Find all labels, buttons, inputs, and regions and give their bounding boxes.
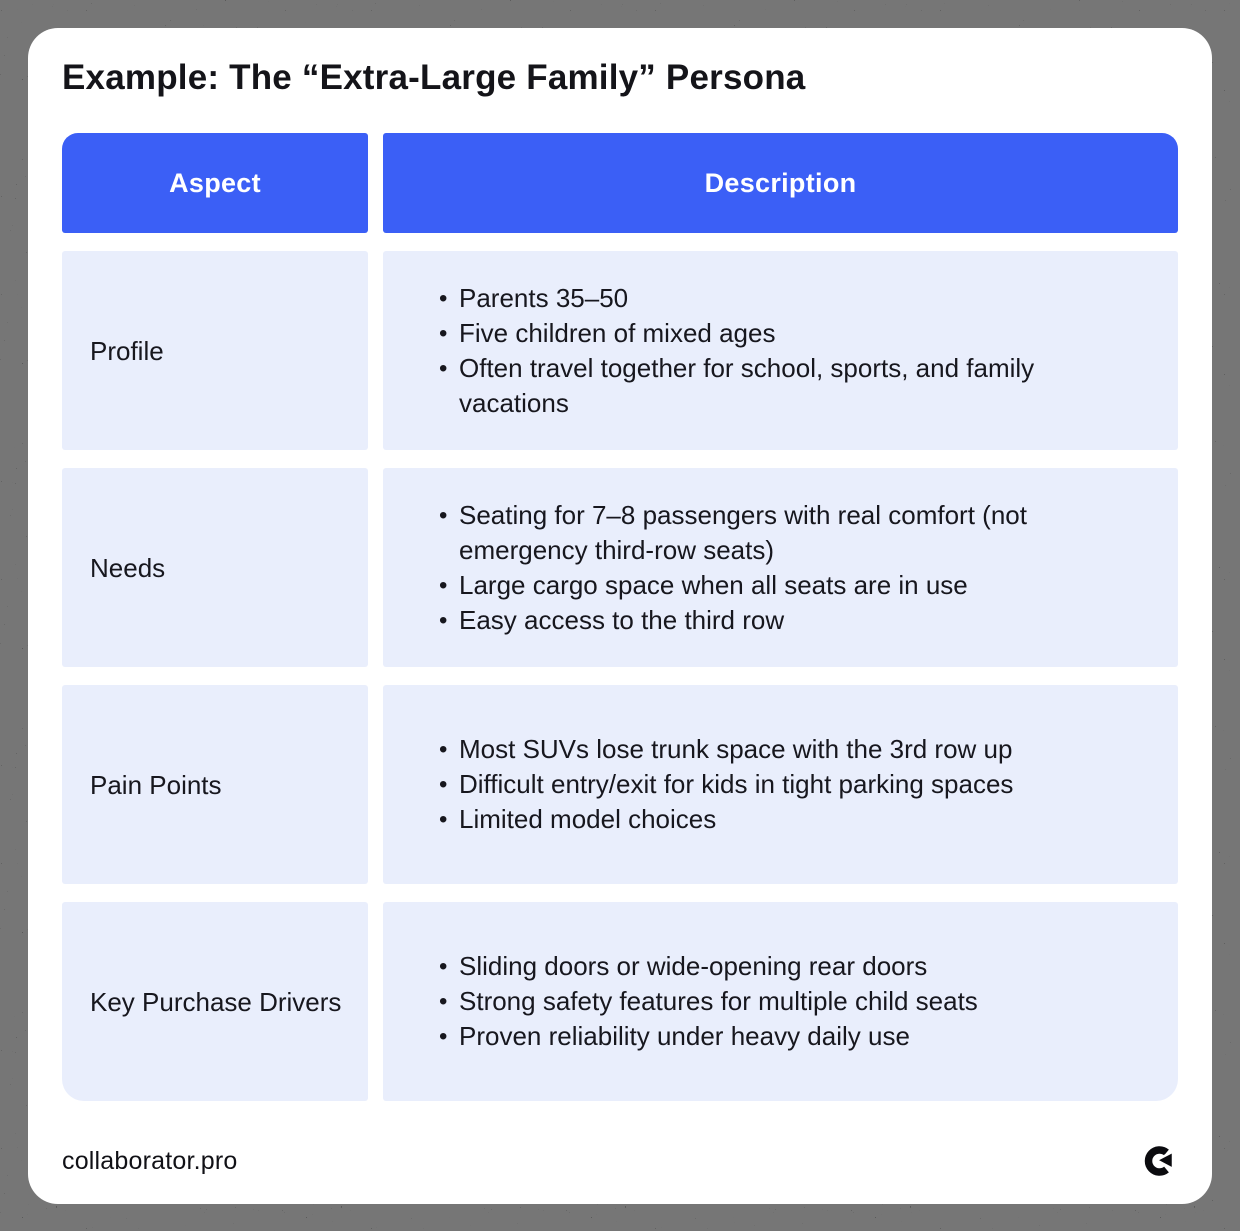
- aspect-label: Pain Points: [90, 769, 222, 800]
- bullet-list: Most SUVs lose trunk space with the 3rd …: [439, 732, 1013, 837]
- bullet-item: Often travel together for school, sports…: [439, 351, 1142, 421]
- aspect-cell-profile: Profile: [62, 251, 368, 450]
- bullet-item: Difficult entry/exit for kids in tight p…: [439, 767, 1013, 802]
- bullet-item: Seating for 7–8 passengers with real com…: [439, 498, 1142, 568]
- column-header-aspect: Aspect: [62, 133, 368, 233]
- site-label: collaborator.pro: [62, 1146, 238, 1175]
- bullet-item: Large cargo space when all seats are in …: [439, 568, 1142, 603]
- bullet-list: Parents 35–50 Five children of mixed age…: [439, 281, 1142, 421]
- bullet-list: Sliding doors or wide-opening rear doors…: [439, 949, 978, 1054]
- column-header-description: Description: [383, 133, 1178, 233]
- bullet-item: Limited model choices: [439, 802, 1013, 837]
- bullet-list: Seating for 7–8 passengers with real com…: [439, 498, 1142, 638]
- persona-table: Aspect Description Profile Parents 35–50…: [62, 133, 1178, 1101]
- bullet-item: Proven reliability under heavy daily use: [439, 1019, 978, 1054]
- description-cell-profile: Parents 35–50 Five children of mixed age…: [383, 251, 1178, 450]
- aspect-cell-key-purchase-drivers: Key Purchase Drivers: [62, 902, 368, 1101]
- circular-arrow-logo-icon: [1144, 1146, 1175, 1176]
- page-title: Example: The “Extra-Large Family” Person…: [62, 58, 806, 97]
- bullet-item: Sliding doors or wide-opening rear doors: [439, 949, 978, 984]
- bullet-item: Five children of mixed ages: [439, 316, 1142, 351]
- aspect-cell-pain-points: Pain Points: [62, 685, 368, 884]
- description-cell-needs: Seating for 7–8 passengers with real com…: [383, 468, 1178, 667]
- footer: collaborator.pro: [62, 1142, 1178, 1180]
- bullet-item: Easy access to the third row: [439, 603, 1142, 638]
- bullet-item: Most SUVs lose trunk space with the 3rd …: [439, 732, 1013, 767]
- bullet-item: Parents 35–50: [439, 281, 1142, 316]
- aspect-label: Needs: [90, 552, 166, 583]
- aspect-label: Profile: [90, 335, 164, 366]
- aspect-label: Key Purchase Drivers: [90, 986, 342, 1017]
- bullet-item: Strong safety features for multiple chil…: [439, 984, 978, 1019]
- content-card: Example: The “Extra-Large Family” Person…: [28, 28, 1212, 1204]
- description-cell-key-purchase-drivers: Sliding doors or wide-opening rear doors…: [383, 902, 1178, 1101]
- aspect-cell-needs: Needs: [62, 468, 368, 667]
- description-cell-pain-points: Most SUVs lose trunk space with the 3rd …: [383, 685, 1178, 884]
